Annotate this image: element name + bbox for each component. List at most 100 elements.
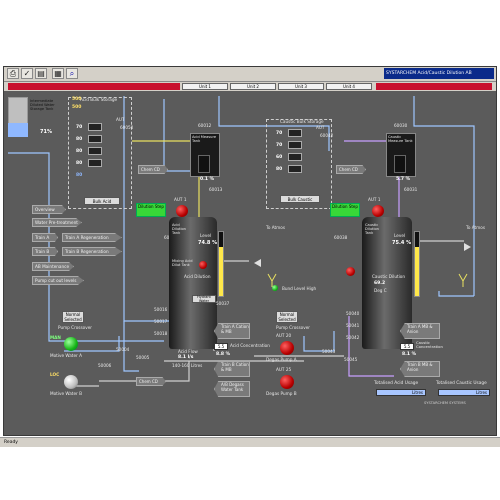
degas-pump-crossover: Pump Crossover xyxy=(276,325,310,330)
train-b-cation-mb[interactable]: Train B Cation & MB xyxy=(214,361,250,377)
footer-brand: SYSTARCHEM SYSTEMS xyxy=(424,401,466,405)
tag-50016: 50016 xyxy=(154,307,168,312)
acid-conc-value: 8.8 % xyxy=(216,352,231,357)
motive-water-pump-b[interactable] xyxy=(64,375,78,389)
tab-unit-4[interactable]: Unit 4 xyxy=(326,83,372,90)
acid-dilution-level-value: 74.8 % xyxy=(198,240,218,246)
acid-dilution-step-button[interactable]: Dilution Step xyxy=(136,203,166,217)
menu-ab-maintenance[interactable]: AB Maintenance xyxy=(32,262,74,271)
caustic-conc-value: 8.1 % xyxy=(402,352,417,357)
ab-degass-water-tank[interactable]: A/B Degass Water Tank xyxy=(214,381,250,397)
degas-pump-a-aut: AUT 20 xyxy=(276,333,292,338)
acid-flow-value: 8.1 l/s xyxy=(178,355,194,360)
acid-measure-gauge xyxy=(198,155,210,173)
menu-pump-cut-out-levels[interactable]: Pump cut out levels xyxy=(32,276,84,285)
bulk-acid-button[interactable]: Bulk Acid xyxy=(84,197,120,205)
acid-dilution-aut: AUT 1 xyxy=(174,197,187,202)
caustic-conc-label: Caustic Concentration xyxy=(416,340,443,349)
zoom-icon[interactable]: ⌕ xyxy=(66,68,78,79)
caustic-dilution-tag: 60038 xyxy=(334,235,348,240)
acid-level-fill xyxy=(219,247,223,296)
save-icon[interactable]: ▤ xyxy=(35,68,47,79)
motive-water-pump-a[interactable] xyxy=(64,337,78,351)
menu-train-b[interactable]: Train B xyxy=(32,247,58,256)
acid-mixing-label: Mixing Acid Dilut Tank xyxy=(172,259,193,267)
caustic-measure-tag-1: 60030 xyxy=(394,123,408,128)
acid-measure-tag-2: 60013 xyxy=(209,187,223,192)
train-a-mb-anion[interactable]: Train A MB & Anion xyxy=(400,323,440,339)
acid-dilution-vessel[interactable] xyxy=(169,217,217,349)
tag-50043: 50043 xyxy=(322,349,336,354)
motive-water-b-label: Motive Water B xyxy=(50,391,82,396)
caustic-measure-gauge xyxy=(394,155,406,173)
acid-agitator-indicator[interactable] xyxy=(176,205,188,217)
acid-conc-setpoint[interactable]: 5.5 xyxy=(214,343,228,350)
to-atmos-acid: To Atmos xyxy=(266,225,285,230)
chem-cd-link-bottom[interactable]: Chem CD xyxy=(136,377,166,386)
check-icon[interactable]: ✓ xyxy=(21,68,33,79)
tag-50037: 50037 xyxy=(216,301,230,306)
alarm-banner-right xyxy=(376,83,492,90)
degas-pump-b[interactable] xyxy=(280,375,294,389)
chem-cd-caustic-link[interactable]: Chem CD xyxy=(336,165,366,174)
caustic-agitator-indicator[interactable] xyxy=(372,205,384,217)
caustic-dilution-name: Caustic Dilution xyxy=(372,274,405,279)
degas-pump-normal-selected[interactable]: Normal Selected xyxy=(276,311,298,323)
degas-pump-b-aut: AUT 25 xyxy=(276,367,292,372)
degas-pump-b-label: Degas Pump B xyxy=(266,391,297,396)
caustic-temp-label: Deg C xyxy=(374,288,387,293)
menu-train-a[interactable]: Train A xyxy=(32,233,58,242)
scada-window: ⎙ ✓ ▤ ▦ ⌕ SYSTARCHEM Acid/Caustic Diluti… xyxy=(3,66,497,436)
totalised-acid-value: Litres xyxy=(376,389,426,396)
caustic-measure-tag-2: 60031 xyxy=(404,187,418,192)
tag-50018: 50018 xyxy=(154,331,168,336)
bund-level-label: Bund Level High xyxy=(282,286,317,291)
chem-cd-acid-link[interactable]: Chem CD xyxy=(138,165,168,174)
tag-50042: 50042 xyxy=(346,335,360,340)
tab-unit-1[interactable]: Unit 1 xyxy=(182,83,228,90)
alarm-banner-left xyxy=(8,83,180,90)
acid-mixer-indicator[interactable] xyxy=(199,261,207,269)
acid-bulk-title: Acid Bulk Storage xyxy=(80,97,118,102)
caustic-bulk-title: Caustic Bulk Storage xyxy=(280,119,324,124)
acid-dilution-tank-label: Acid Dilution Tank xyxy=(172,223,186,235)
menu-overview[interactable]: Overview xyxy=(32,205,66,214)
acid-measure-label: Acid Measure Tank xyxy=(192,135,217,143)
motive-water-a-label: Motive Water A xyxy=(50,353,82,358)
degas-pump-a[interactable] xyxy=(280,341,294,355)
acid-dilution-level-label: Level xyxy=(200,233,212,238)
print-icon[interactable]: ⎙ xyxy=(7,68,19,79)
caustic-bulk-tag: 60042 xyxy=(320,133,334,138)
menu-water-pretreatment[interactable]: Water Pre-treatment xyxy=(32,218,82,227)
water-pump-b-state: LOC xyxy=(50,372,60,377)
toolbar: ⎙ ✓ ▤ ▦ ⌕ SYSTARCHEM Acid/Caustic Diluti… xyxy=(4,67,496,82)
acid-bulk-value-1: 500 xyxy=(72,97,82,102)
water-pump-crossover: Pump Crossover xyxy=(58,325,92,330)
menu-train-a-regeneration[interactable]: Train A Regeneration xyxy=(62,233,122,242)
train-a-cation-mb[interactable]: Train A Cation & MB xyxy=(214,323,250,339)
tag-50006: 50006 xyxy=(98,363,112,368)
water-pump-a-state: MAN xyxy=(50,335,61,340)
train-b-mb-anion[interactable]: Train B MB & Anion xyxy=(400,361,440,377)
window-title: SYSTARCHEM Acid/Caustic Dilution AB xyxy=(384,68,494,79)
caustic-temp-value: 69.2 xyxy=(374,281,386,286)
tab-unit-3[interactable]: Unit 3 xyxy=(278,83,324,90)
intermediate-storage-pct: 71% xyxy=(40,129,52,135)
acid-dilution-name: Acid Dilution xyxy=(184,274,211,279)
water-pump-normal-selected[interactable]: Normal Selected xyxy=(62,311,84,323)
bulk-caustic-button[interactable]: Bulk Caustic xyxy=(280,195,320,203)
caustic-heater-indicator[interactable] xyxy=(346,267,355,276)
caustic-measure-label: Caustic Measure Tank xyxy=(388,135,413,143)
hydrant-water-button[interactable]: Hydrant Water xyxy=(192,295,216,303)
caustic-dilution-level-value: 75.4 % xyxy=(392,240,412,246)
caustic-dilution-step-button[interactable]: Dilution Step xyxy=(330,203,360,217)
acid-measure-value: 0.1 % xyxy=(200,177,215,182)
menu-train-b-regeneration[interactable]: Train B Regeneration xyxy=(62,247,122,256)
to-atmos-caustic: To Atmos xyxy=(466,225,485,230)
grid-icon[interactable]: ▦ xyxy=(52,68,64,79)
tab-unit-2[interactable]: Unit 2 xyxy=(230,83,276,90)
caustic-dilution-aut: AUT 1 xyxy=(368,197,381,202)
tag-50005: 50005 xyxy=(136,355,150,360)
bund-level-indicator xyxy=(272,285,278,291)
caustic-conc-setpoint[interactable]: 5.5 xyxy=(400,343,414,350)
